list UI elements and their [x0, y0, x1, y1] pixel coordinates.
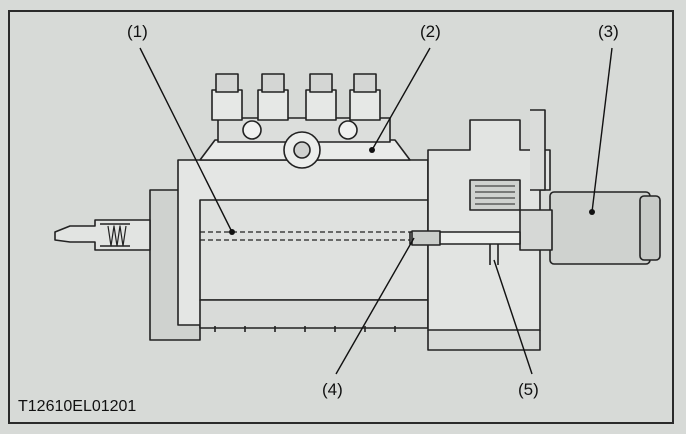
callout-5: (5) — [518, 380, 539, 399]
leader-1-dot — [229, 229, 235, 235]
leader-3 — [591, 47, 613, 213]
figure-frame — [8, 10, 674, 424]
governor-bracket — [530, 109, 546, 191]
shaft-spring — [107, 225, 127, 247]
callout-3: (3) — [598, 22, 619, 41]
leader-5 — [493, 259, 533, 375]
figure-code: T12610EL01201 — [18, 398, 137, 415]
delivery-valve-holders — [211, 73, 381, 121]
governor-housing — [427, 119, 551, 331]
callout-1: (1) — [127, 22, 148, 41]
leader-3-dot — [589, 209, 595, 215]
leader-2-dot — [369, 147, 375, 153]
head-bolt-left — [242, 120, 262, 140]
head-bolt-right — [338, 120, 358, 140]
stop-solenoid — [549, 191, 651, 265]
callout-2: (2) — [420, 22, 441, 41]
pump-base-flange — [199, 299, 429, 329]
leader-4 — [335, 237, 415, 375]
leader-1 — [139, 47, 233, 233]
control-rack — [200, 231, 420, 241]
leader-2 — [371, 47, 431, 151]
callout-4: (4) — [322, 380, 343, 399]
rack-pin — [411, 230, 441, 246]
